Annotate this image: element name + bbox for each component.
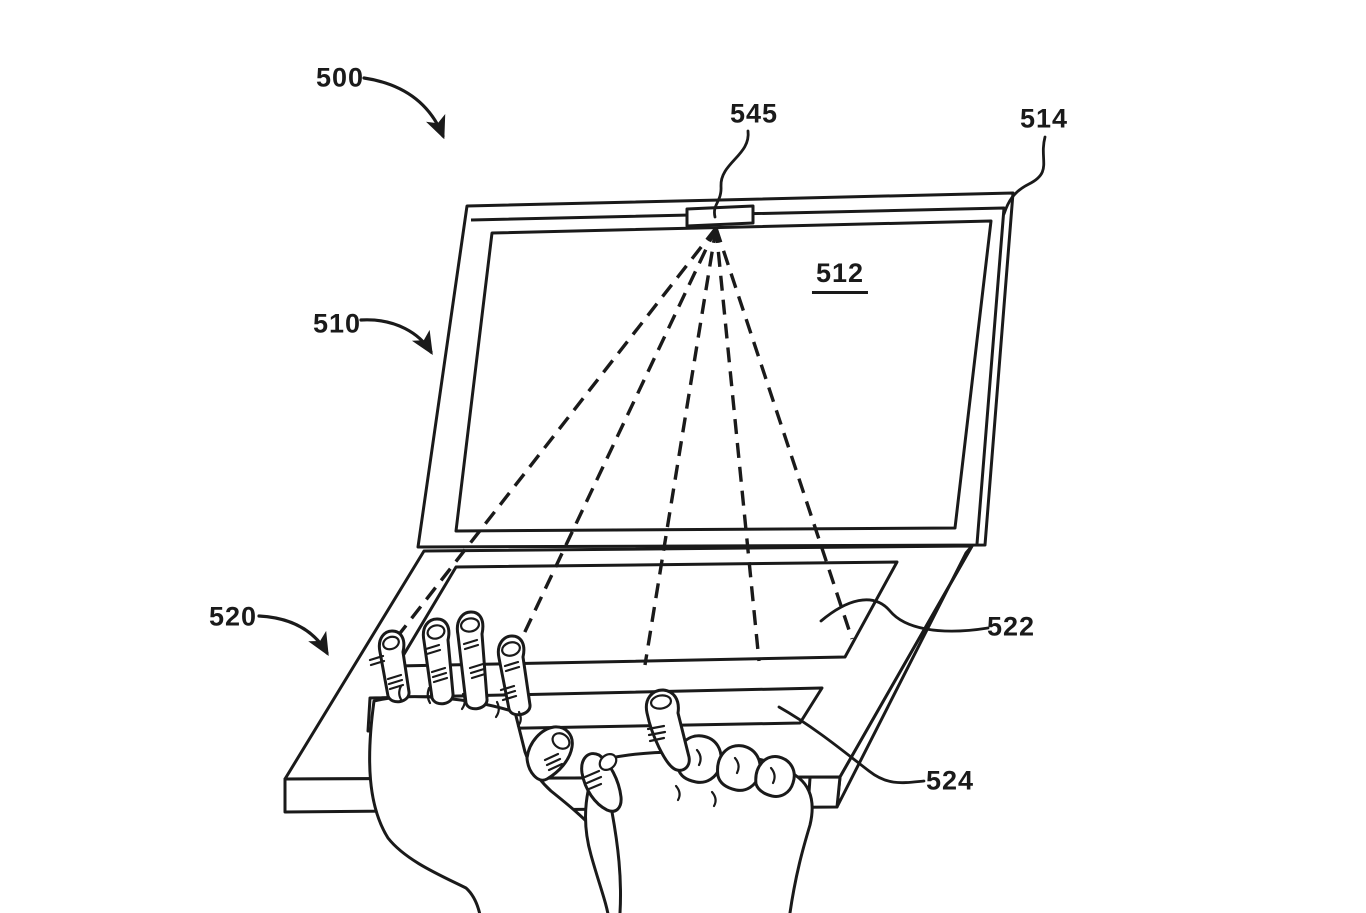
left-hand bbox=[368, 610, 642, 913]
right-thumb bbox=[580, 752, 623, 813]
screen-bezel bbox=[454, 219, 993, 533]
camera-module bbox=[685, 204, 755, 228]
arrow-500 bbox=[362, 76, 446, 140]
reference-numeral-524: 524 bbox=[925, 765, 975, 796]
sight-line-2 bbox=[511, 227, 718, 658]
leader-545 bbox=[713, 129, 750, 219]
right-hand bbox=[580, 688, 814, 913]
leader-524 bbox=[777, 705, 926, 785]
right-hand-skin-marks bbox=[583, 724, 776, 808]
reference-numeral-545: 545 bbox=[729, 98, 779, 129]
sight-line-1 bbox=[388, 226, 718, 648]
reference-numeral-512: 512 bbox=[811, 258, 869, 294]
sight-line-4 bbox=[714, 227, 761, 662]
arrow-510 bbox=[359, 318, 433, 355]
right-thumb-palm-crease bbox=[610, 810, 623, 913]
left-hand-skin-marks bbox=[368, 638, 564, 772]
reference-arrows bbox=[257, 76, 446, 656]
arrow-520 bbox=[257, 614, 329, 656]
left-ring-finger bbox=[421, 617, 455, 706]
right-hand-nails bbox=[598, 694, 673, 771]
leader-522 bbox=[819, 598, 990, 633]
reference-numeral-510: 510 bbox=[312, 308, 362, 339]
left-middle-finger bbox=[455, 610, 489, 711]
leader-514 bbox=[1002, 135, 1047, 216]
leader-lines bbox=[713, 129, 1047, 785]
right-index-finger bbox=[644, 688, 691, 772]
left-hand-nails bbox=[382, 617, 571, 750]
camera-sight-lines bbox=[388, 226, 854, 666]
reference-numeral-520: 520 bbox=[208, 601, 258, 632]
laptop-lid bbox=[416, 191, 1015, 549]
sight-line-5 bbox=[714, 227, 854, 640]
reference-numeral-514: 514 bbox=[1019, 103, 1069, 134]
reference-numeral-500: 500 bbox=[315, 62, 365, 93]
lid-rim-thickness-line bbox=[470, 206, 1006, 545]
reference-numeral-522: 522 bbox=[986, 611, 1036, 642]
sight-line-3 bbox=[643, 227, 718, 666]
